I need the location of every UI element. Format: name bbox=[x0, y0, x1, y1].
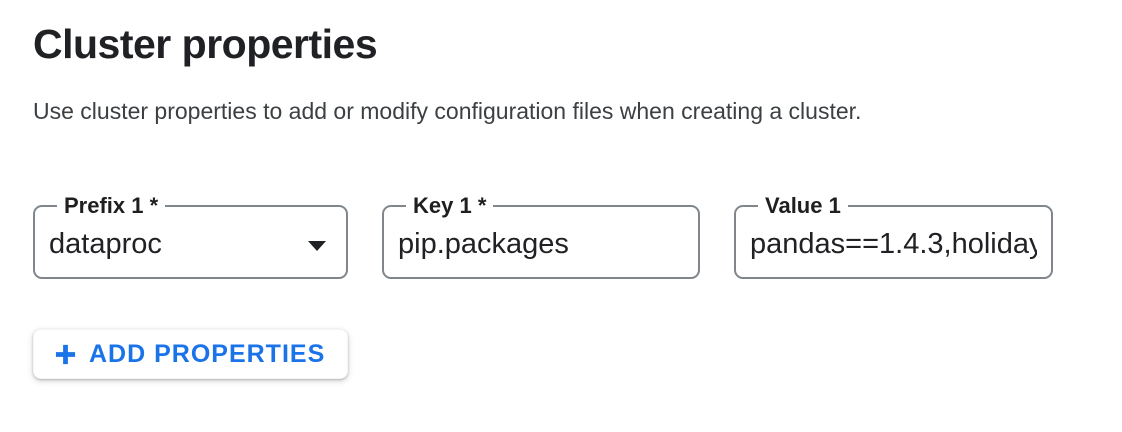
plus-icon bbox=[54, 343, 77, 366]
add-properties-label: ADD PROPERTIES bbox=[89, 339, 326, 368]
cluster-properties-section: Cluster properties Use cluster propertie… bbox=[33, 21, 1122, 379]
section-title: Cluster properties bbox=[33, 21, 378, 67]
value-label: Value 1 bbox=[765, 193, 841, 218]
add-properties-button[interactable]: ADD PROPERTIES bbox=[33, 329, 349, 379]
property-row-1: Prefix 1 * dataproc Key 1 * Value 1 bbox=[33, 193, 1122, 279]
key-label: Key 1 * bbox=[413, 193, 487, 218]
prefix-label: Prefix 1 * bbox=[64, 193, 159, 218]
value-field[interactable]: Value 1 bbox=[734, 193, 1053, 279]
section-description: Use cluster properties to add or modify … bbox=[33, 98, 862, 124]
value-input[interactable] bbox=[750, 227, 1037, 261]
prefix-select-field[interactable]: Prefix 1 * dataproc bbox=[33, 193, 348, 279]
prefix-selected-value: dataproc bbox=[49, 228, 162, 260]
key-field[interactable]: Key 1 * bbox=[382, 193, 700, 279]
prefix-select[interactable]: dataproc bbox=[49, 227, 332, 261]
key-input[interactable] bbox=[398, 227, 684, 261]
dropdown-arrow-icon[interactable] bbox=[308, 241, 326, 251]
